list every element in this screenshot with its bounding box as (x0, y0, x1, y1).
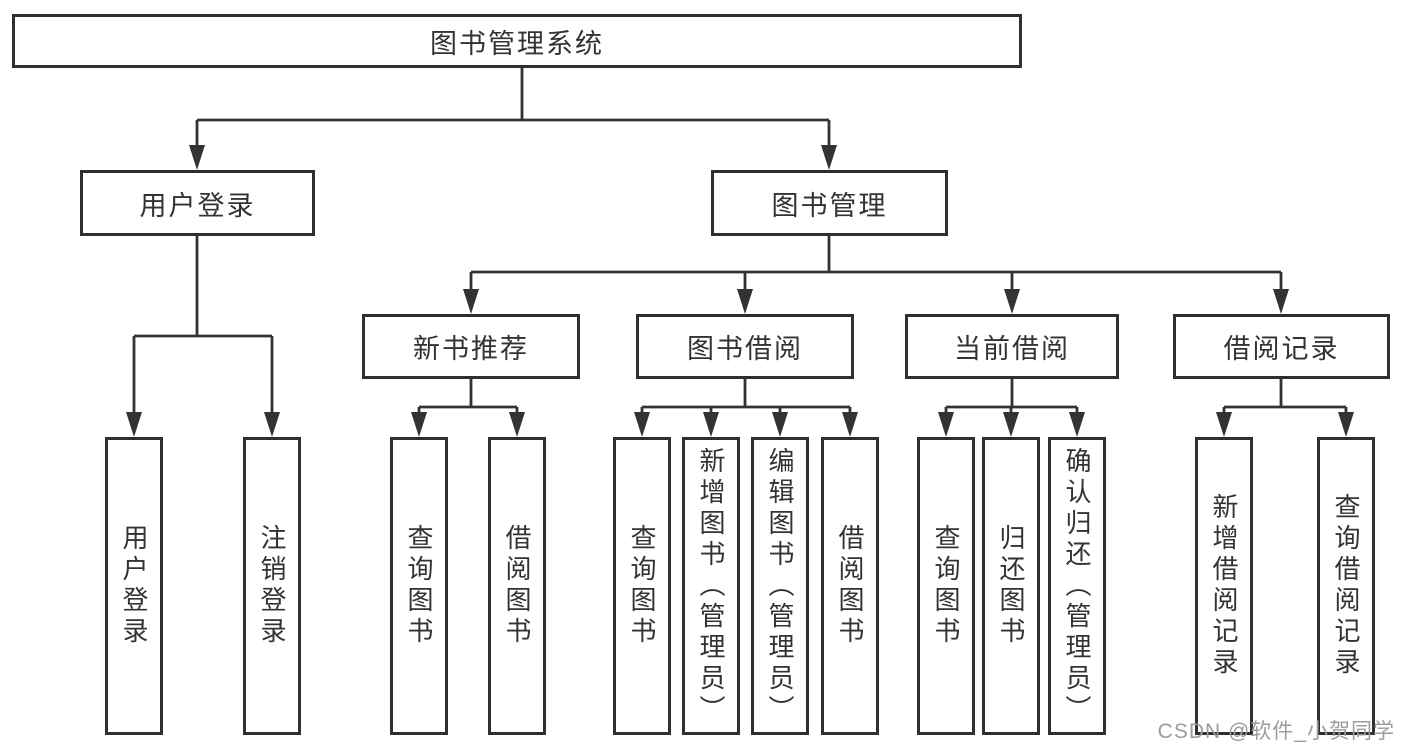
node-label: 图书借阅 (687, 334, 803, 364)
leaf-borrow-books-1: 借阅图书 (488, 437, 546, 735)
connector-new-book-branch (411, 379, 525, 437)
leaf-query-borrow-record: 查询借阅记录 (1317, 437, 1375, 735)
node-label: 用户登录 (139, 190, 256, 221)
leaf-query-books-1: 查询图书 (390, 437, 448, 735)
node-label: 当前借阅 (954, 334, 1070, 364)
node-label: 借阅图书 (835, 524, 865, 648)
node-label: 归还图书 (996, 524, 1026, 648)
leaf-edit-book-admin: 编辑图书（管理员） (751, 437, 809, 735)
node-label: 新书推荐 (413, 334, 529, 364)
leaf-confirm-return-admin: 确认归还（管理员） (1048, 437, 1106, 735)
node-label: 查询图书 (931, 524, 961, 648)
leaf-user-login: 用户登录 (105, 437, 163, 735)
leaf-add-borrow-record: 新增借阅记录 (1195, 437, 1253, 735)
node-label: 新增图书（管理员） (696, 446, 726, 726)
node-label: 新增借阅记录 (1209, 493, 1239, 679)
node-label: 查询图书 (627, 524, 657, 648)
node-book-borrowing: 图书借阅 (636, 314, 854, 379)
connector-root-to-level1 (189, 68, 837, 170)
node-label: 图书管理系统 (430, 28, 604, 59)
node-label: 图书管理 (771, 190, 888, 221)
node-user-login: 用户登录 (80, 170, 315, 236)
connector-book-management-branch (463, 236, 1289, 314)
leaf-logout: 注销登录 (243, 437, 301, 735)
node-label: 借阅记录 (1223, 334, 1340, 364)
node-book-management: 图书管理 (711, 170, 948, 236)
node-label: 查询图书 (404, 524, 434, 648)
node-label: 借阅图书 (502, 524, 532, 648)
connector-user-login-branch (126, 236, 280, 437)
leaf-add-book-admin: 新增图书（管理员） (682, 437, 740, 735)
leaf-query-books-3: 查询图书 (917, 437, 975, 735)
watermark-text: CSDN @软件_小贺同学 (1157, 720, 1395, 743)
node-label: 确认归还（管理员） (1062, 446, 1092, 726)
node-library-system: 图书管理系统 (12, 14, 1022, 68)
node-label: 用户登录 (119, 524, 149, 648)
connector-current-borrowing-branch (938, 379, 1085, 437)
node-label: 编辑图书（管理员） (765, 446, 795, 726)
leaf-borrow-books-2: 借阅图书 (821, 437, 879, 735)
node-label: 注销登录 (257, 524, 287, 648)
node-borrowing-records: 借阅记录 (1173, 314, 1390, 379)
node-new-book-recommend: 新书推荐 (362, 314, 580, 379)
node-label: 查询借阅记录 (1331, 493, 1361, 679)
connector-book-borrowing-branch (634, 379, 858, 437)
connector-borrowing-records-branch (1216, 379, 1354, 437)
leaf-return-books: 归还图书 (982, 437, 1040, 735)
node-current-borrowing: 当前借阅 (905, 314, 1119, 379)
leaf-query-books-2: 查询图书 (613, 437, 671, 735)
